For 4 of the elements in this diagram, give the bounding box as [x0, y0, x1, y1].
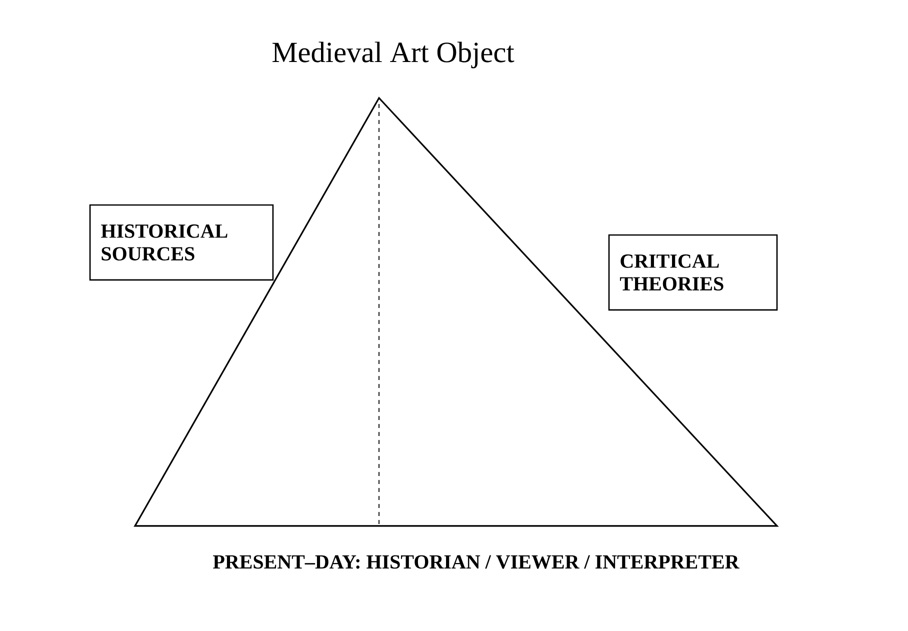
text-box: HISTORICAL SOURCES [89, 204, 274, 281]
caption-label: PRESENT–DAY: HISTORIAN / VIEWER / INTERPRETER [213, 555, 740, 569]
heading-label: Medieval Art Object [272, 42, 514, 68]
text-box: CRITICAL THEORIES [608, 234, 778, 311]
